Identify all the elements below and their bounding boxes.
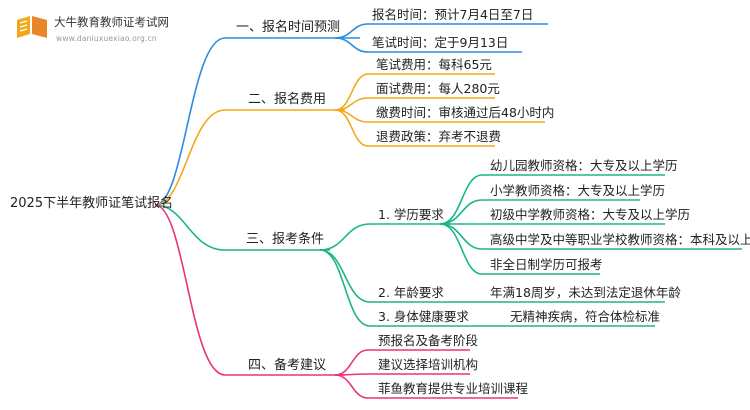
branch-3-item: 非全日制学历可报考	[490, 257, 603, 272]
branch-3-item: 无精神疾病，符合体检标准	[510, 309, 661, 324]
brand-url: www.daniuxuexiao.org.cn	[56, 34, 157, 43]
branch-3-item: 小学教师资格：大专及以上学历	[490, 183, 666, 198]
branch-2-connectors	[154, 73, 545, 206]
branch-3-item: 幼儿园教师资格：大专及以上学历	[490, 158, 678, 173]
branch-3-connectors	[154, 174, 742, 327]
branch-2-item: 缴费时间：审核通过后48小时内	[376, 105, 555, 120]
branch-1-item: 笔试时间：定于9月13日	[372, 35, 509, 50]
branch-1-connectors	[154, 23, 548, 206]
branch-4-item: 菲鱼教育提供专业培训课程	[378, 381, 529, 396]
branch-3-title: 三、报考条件	[246, 232, 325, 247]
branch-1-item: 报名时间：预计7月4日至7日	[372, 7, 534, 22]
branch-4-connectors	[154, 204, 518, 399]
branch-4-item: 预报名及备考阶段	[378, 333, 479, 348]
branch-4-title: 四、备考建议	[248, 358, 327, 373]
branch-3-sub-title: 3. 身体健康要求	[378, 309, 469, 324]
branch-3-item: 年满18周岁，未达到法定退休年龄	[490, 285, 681, 300]
branch-3-item: 高级中学及中等职业学校教师资格：本科及以上学历	[490, 232, 750, 247]
root-topic: 2025下半年教师证笔试报名	[10, 196, 174, 211]
branch-2-item: 笔试费用：每科65元	[376, 57, 492, 72]
branch-3-sub-title: 2. 年龄要求	[378, 285, 444, 300]
branch-3-item: 初级中学教师资格：大专及以上学历	[490, 207, 691, 222]
branch-1-title: 一、报名时间预测	[236, 20, 341, 35]
brand-title: 大牛教育教师证考试网	[54, 15, 169, 29]
branch-2-item: 面试费用：每人280元	[376, 81, 500, 96]
book-logo-icon	[17, 16, 47, 38]
branch-2-title: 二、报名费用	[248, 92, 327, 107]
branch-2-item: 退费政策：弃考不退费	[376, 129, 502, 144]
branch-4-item: 建议选择培训机构	[378, 357, 479, 372]
branch-3-sub-title: 1. 学历要求	[378, 207, 444, 222]
